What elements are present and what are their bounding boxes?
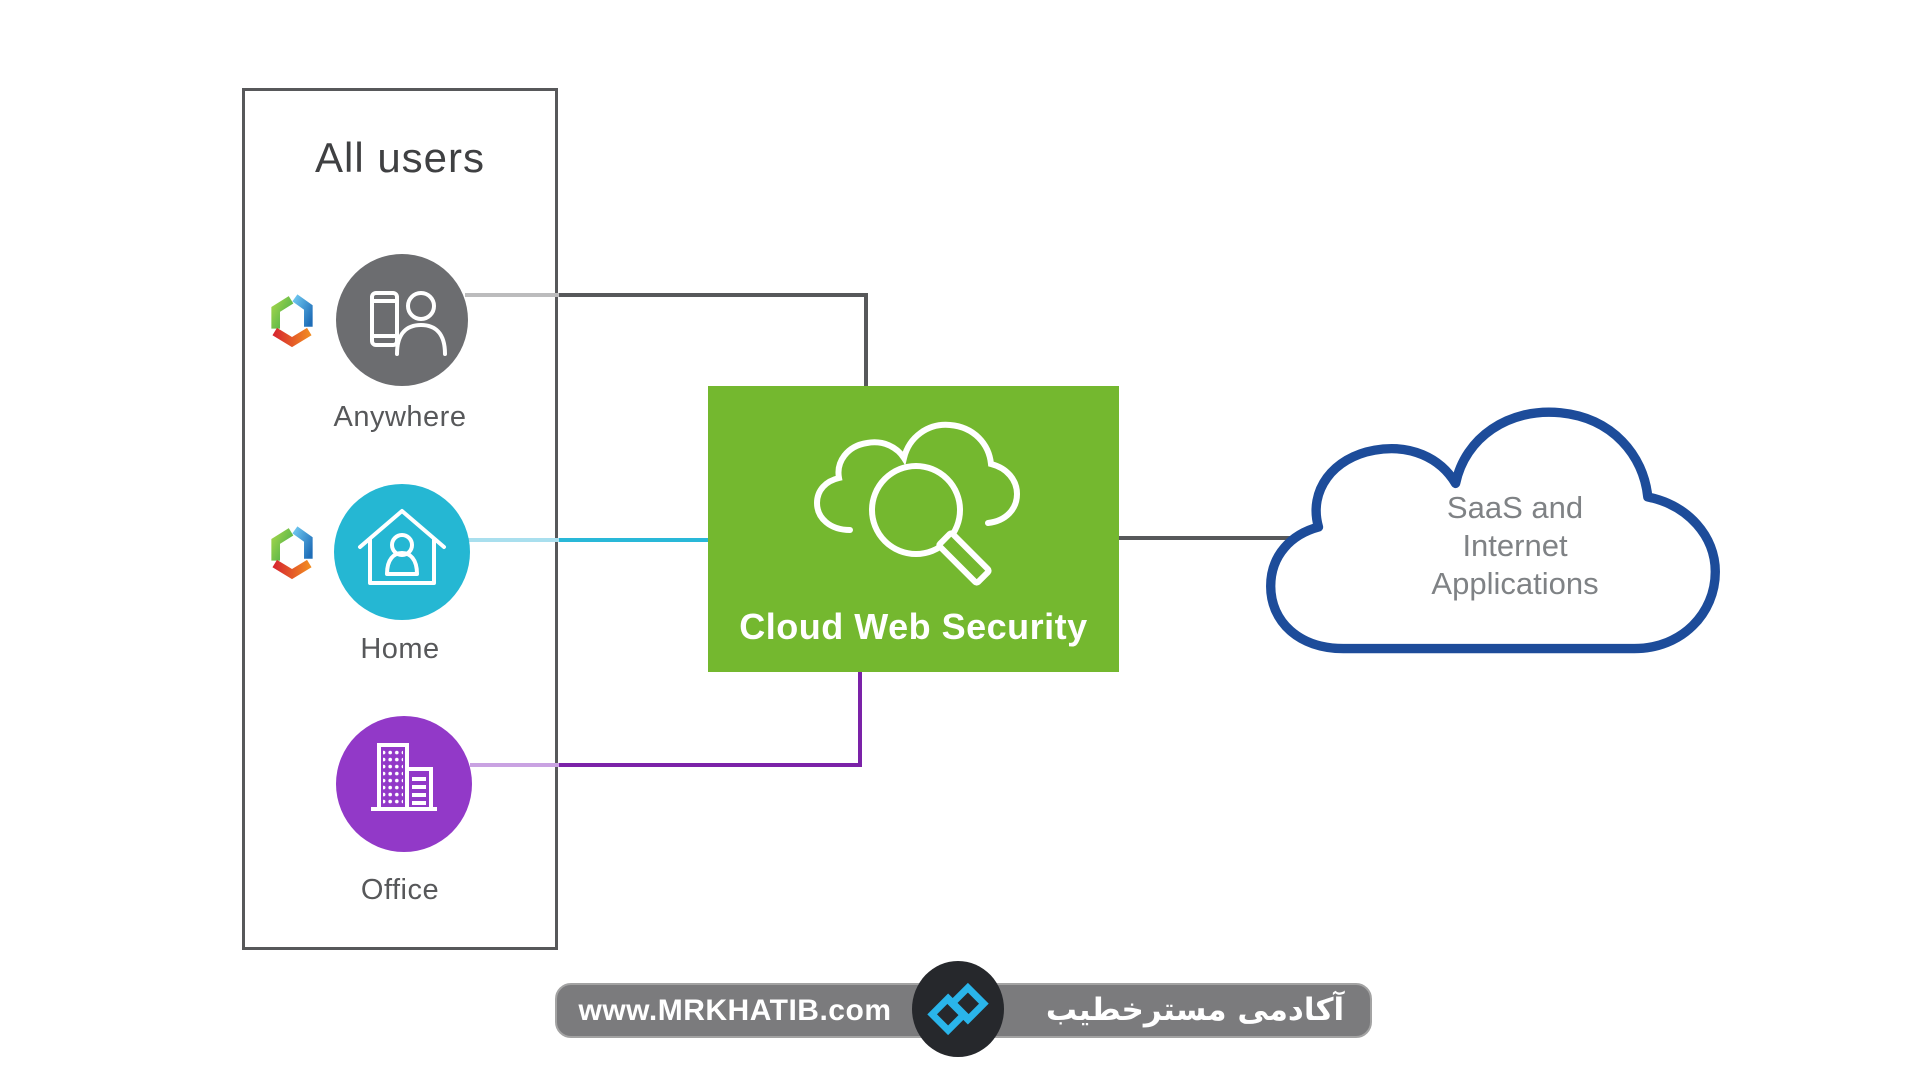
saas-applications-text: SaaS and Internet Applications xyxy=(1360,489,1670,603)
home-user-icon xyxy=(334,484,470,620)
connector-home-light xyxy=(468,538,559,542)
office-label: Office xyxy=(360,874,440,906)
saas-text-line3: Applications xyxy=(1431,566,1599,601)
mobile-user-icon xyxy=(336,254,468,386)
connector-home-h xyxy=(559,538,708,542)
cloud-search-icon xyxy=(813,421,1021,586)
connector-office-h xyxy=(559,763,862,767)
cloud-web-security-label: Cloud Web Security xyxy=(739,606,1088,647)
home-label: Home xyxy=(360,633,440,665)
connector-anywhere-light xyxy=(465,293,559,297)
cloud-web-security-box: Cloud Web Security xyxy=(708,386,1119,672)
brand-logo-icon xyxy=(912,961,1004,1057)
connector-to-cloud xyxy=(1119,536,1305,540)
anywhere-label: Anywhere xyxy=(333,401,467,433)
office-buildings-icon xyxy=(336,716,472,852)
connector-office-light xyxy=(470,763,559,767)
footer-website-text: www.MRKHATIB.com xyxy=(578,994,892,1027)
cloud-shape xyxy=(1266,407,1720,654)
footer-brand-text: آکادمی مسترخطیب xyxy=(1045,992,1345,1028)
saas-text-line1: SaaS and xyxy=(1446,490,1584,525)
saas-text-line2: Internet xyxy=(1462,528,1568,563)
connector-office-v xyxy=(858,672,862,767)
hub-hexagon-icon xyxy=(271,294,313,348)
hub-hexagon-icon xyxy=(271,526,313,580)
connector-anywhere-h xyxy=(559,293,868,297)
connector-anywhere-v xyxy=(864,293,868,388)
all-users-title: All users xyxy=(314,134,486,181)
brand-logo-glyph xyxy=(927,982,989,1036)
